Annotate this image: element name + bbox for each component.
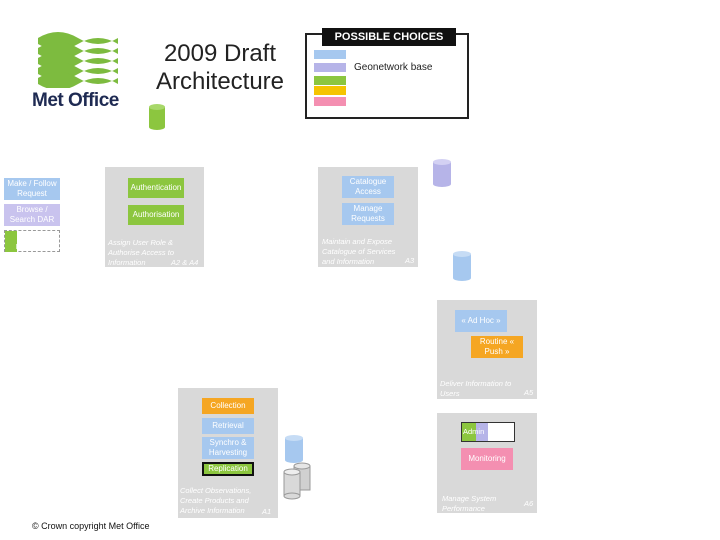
manage-tag: A6 [524,499,534,508]
manage-requests-button[interactable]: Manage Requests [342,203,394,225]
replication-button[interactable]: Replication [202,462,254,476]
deliver-tag: A5 [524,388,534,397]
legend-swatch-5 [314,97,346,106]
monitoring-label: Monitoring [468,454,506,463]
purple-database-icon [433,159,451,187]
ad-hoc-label: « Ad Hoc » [461,316,501,325]
browse-search-label: Browse / Search DAR [9,205,55,224]
legend-swatch-4 [314,86,346,95]
page-title: 2009 Draft Architecture [140,40,300,96]
ad-mon-green-segment [5,231,17,252]
archive-database-icons [283,462,311,500]
authentication-label: Authentication [130,183,182,192]
catalogue-access-button[interactable]: Catalogue Access [342,176,394,198]
legend-swatch-1 [314,50,346,59]
met-office-logo: Met Office [30,28,125,118]
make-follow-label: Make / Follow Request [7,179,57,198]
green-database-icon [149,104,165,130]
title-line-2: Architecture [155,68,285,95]
authorisation-label: Authorisation [132,210,180,219]
ad-mon-label: Ad Mon [15,233,31,251]
deliver-caption: Deliver Information to Users [440,379,512,398]
retrieval-button[interactable]: Retrieval [202,418,254,434]
blue-database-icon-2 [285,435,303,463]
collect-tag: A1 [262,507,272,516]
authentication-button[interactable]: Authentication [128,178,184,198]
logo-text: Met Office [32,90,119,111]
auth-caption: Assign User Role & Authorise Access to I… [108,238,175,267]
legend-label-geonetwork: Geonetwork base [354,62,433,73]
synchro-harvesting-button[interactable]: Synchro & Harvesting [202,437,254,459]
retrieval-label: Retrieval [212,421,244,430]
blue-database-icon [453,251,471,281]
synchro-harvesting-label: Synchro & Harvesting [208,438,248,457]
auth-tag: A2 & A4 [171,258,199,267]
legend-swatch-2 [314,63,346,72]
title-line-1: 2009 Draft [163,40,277,67]
collection-button[interactable]: Collection [202,398,254,414]
ad-hoc-button[interactable]: « Ad Hoc » [455,310,507,332]
catalogue-caption: Maintain and Expose Catalogue of Service… [322,237,396,266]
ad-mon-item[interactable]: Ad Mon [4,230,60,252]
footer-copyright: © Crown copyright Met Office [32,521,150,531]
admin-group[interactable]: Admin [461,422,515,442]
collect-caption: Collect Observations, Create Products an… [180,486,252,515]
logo-waves-icon [38,32,118,90]
admin-green-segment [462,423,476,441]
manage-requests-label: Manage Requests [351,204,385,223]
catalogue-access-label: Catalogue Access [349,177,387,196]
manage-caption: Manage System Performance [442,494,497,513]
make-follow-request[interactable]: Make / Follow Request [4,178,60,200]
catalogue-tag: A3 [405,256,415,265]
routine-push-button[interactable]: Routine « Push » [471,336,523,358]
authorisation-button[interactable]: Authorisation [128,205,184,225]
collection-label: Collection [210,401,246,410]
routine-push-label: Routine « Push » [479,337,515,356]
monitoring-button[interactable]: Monitoring [461,448,513,470]
legend-swatch-3 [314,76,346,85]
replication-label: Replication [208,464,248,473]
legend-header: POSSIBLE CHOICES [322,28,456,46]
browse-search-dar[interactable]: Browse / Search DAR [4,204,60,226]
admin-purple-segment [476,423,488,441]
admin-label: Admin [463,427,485,436]
